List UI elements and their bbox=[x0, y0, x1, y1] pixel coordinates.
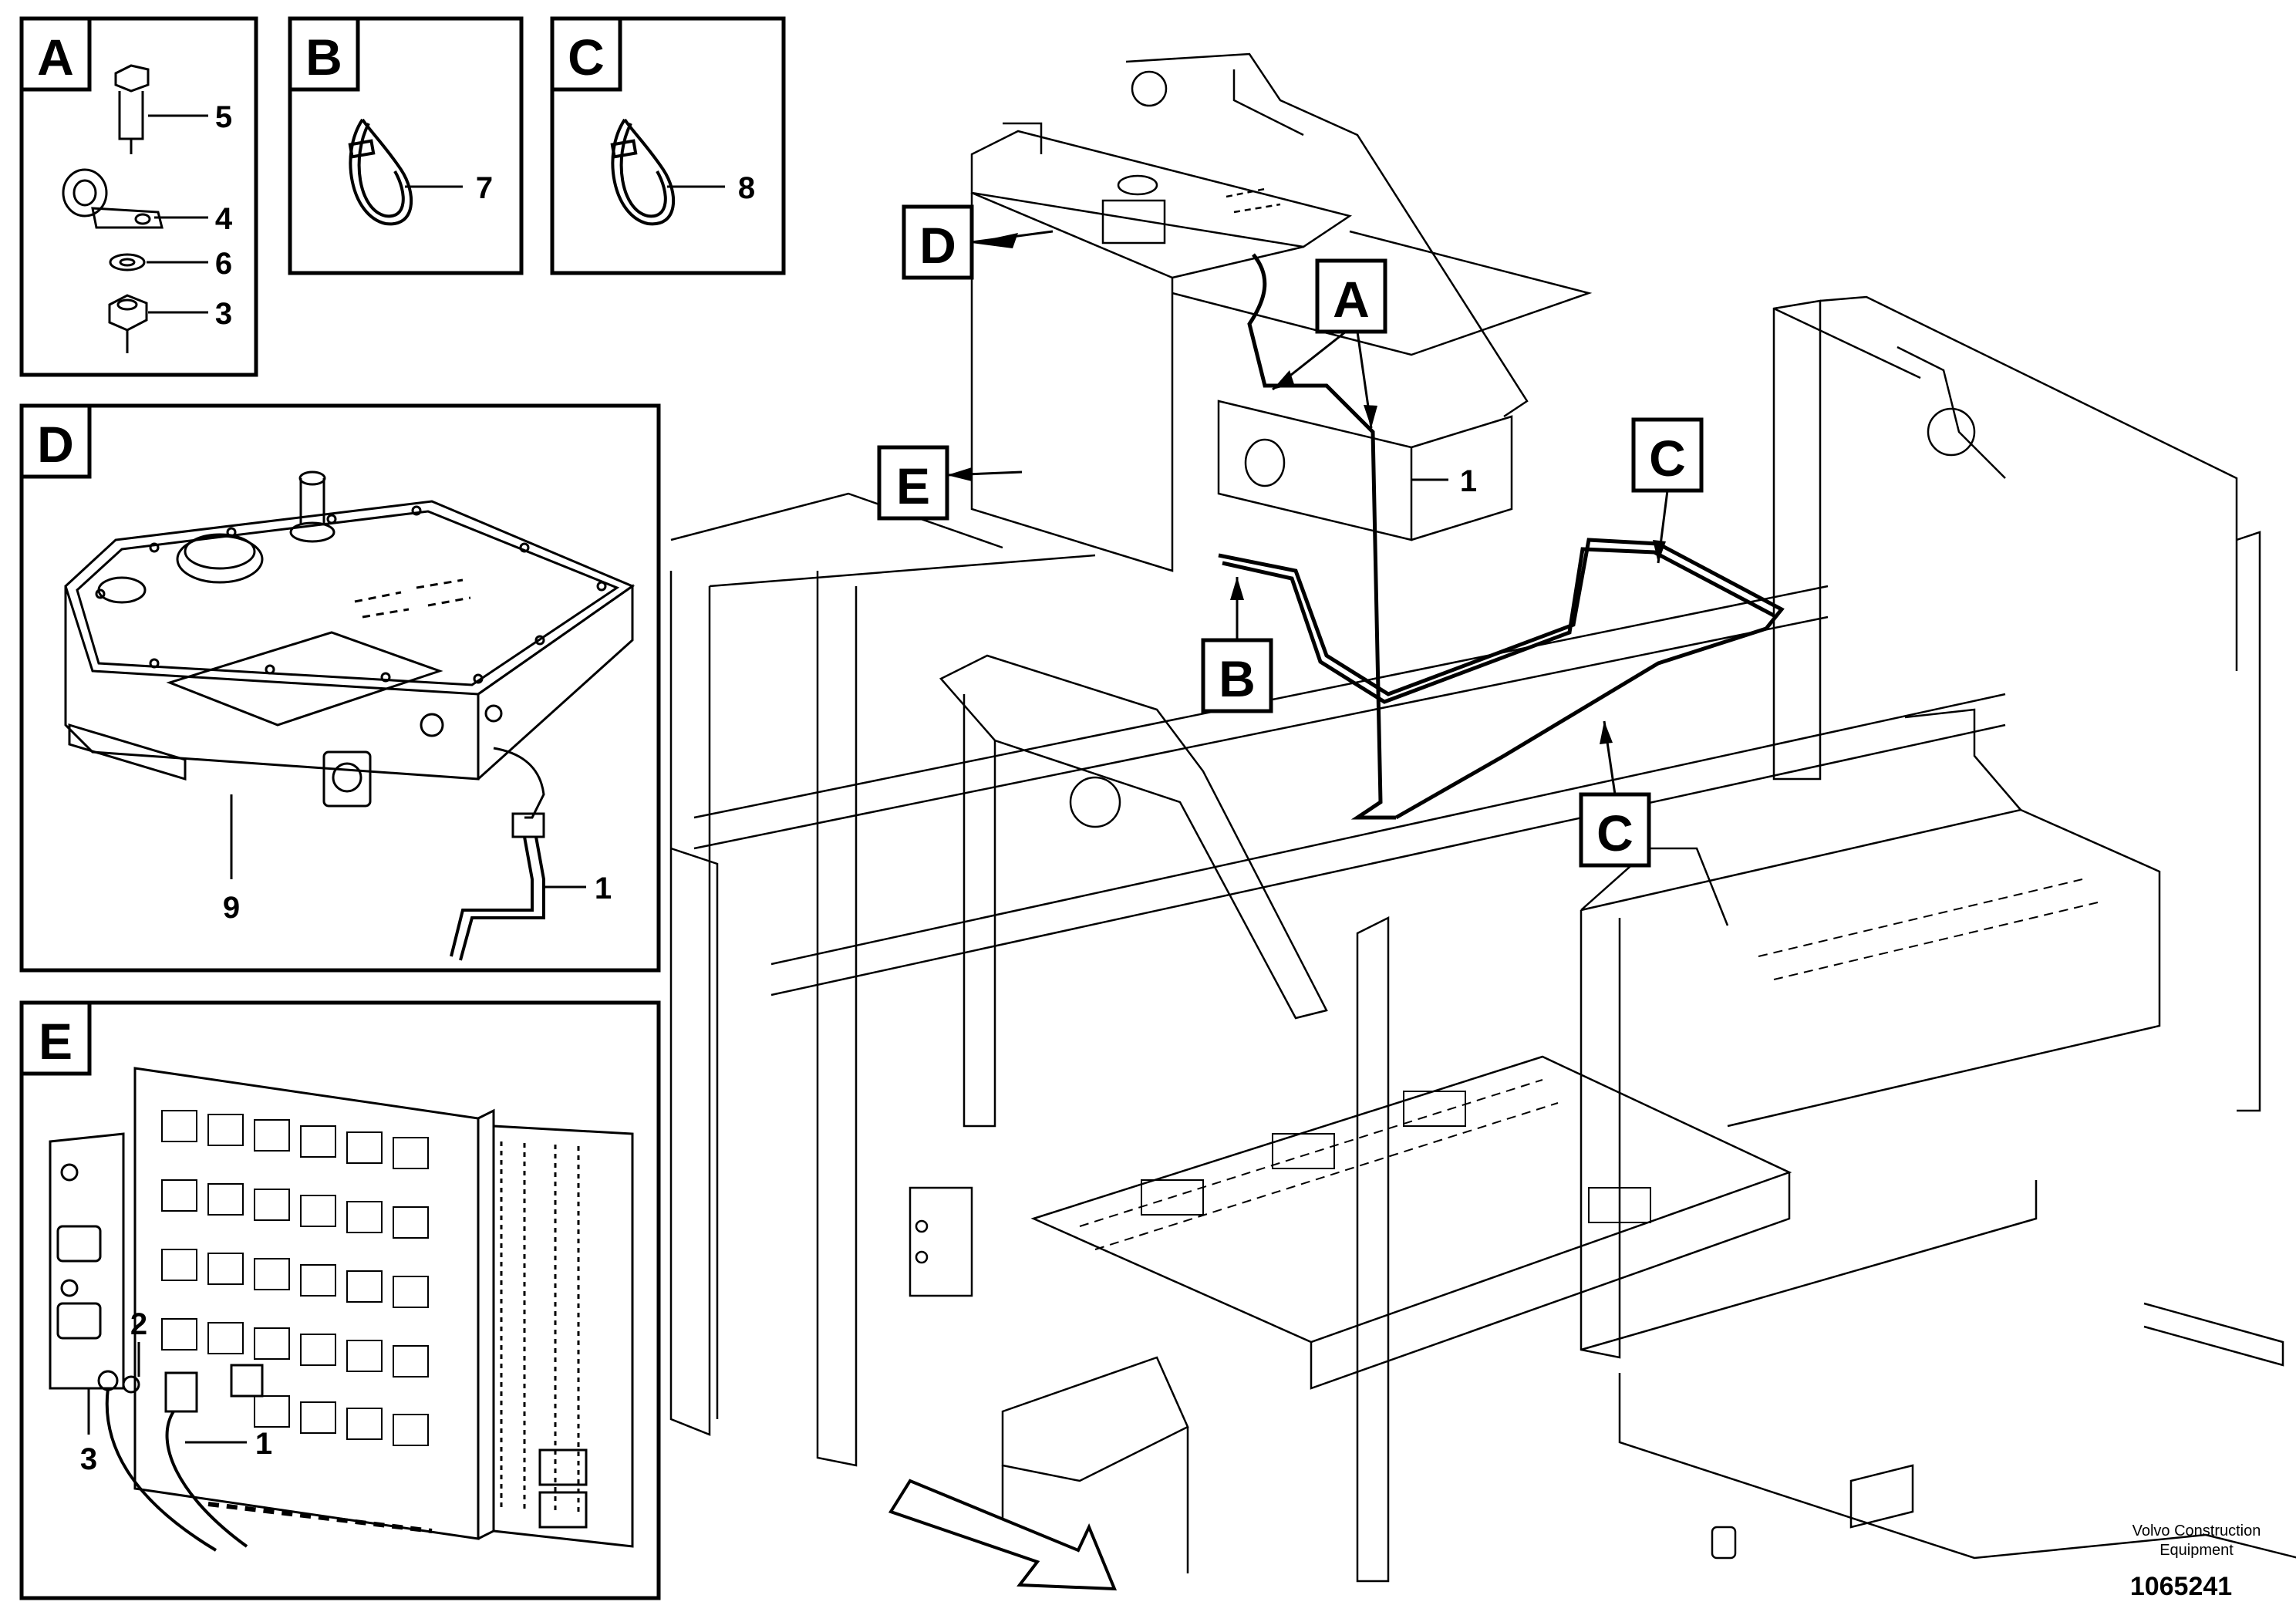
clamp-part bbox=[62, 168, 164, 229]
callout-6: 6 bbox=[215, 247, 232, 281]
callout-8: 8 bbox=[738, 171, 755, 205]
svg-text:A: A bbox=[1333, 271, 1370, 328]
nut-part bbox=[108, 294, 148, 353]
inset-b-label: B bbox=[305, 29, 342, 86]
inset-b: B 7 bbox=[288, 16, 524, 275]
inset-d-label: D bbox=[37, 416, 74, 473]
cable-tie-part bbox=[348, 118, 413, 226]
svg-text:E: E bbox=[896, 457, 930, 514]
svg-text:C: C bbox=[1596, 804, 1633, 862]
inset-a: A 5 4 6 3 bbox=[19, 16, 258, 377]
view-label-d: D bbox=[902, 204, 1054, 280]
direction-arrow bbox=[888, 1479, 1118, 1591]
inset-a-label: A bbox=[37, 29, 74, 86]
callout-4: 4 bbox=[215, 202, 233, 236]
view-label-c-lower: C bbox=[1579, 720, 1651, 868]
view-label-a: A bbox=[1272, 258, 1387, 429]
callout-1-main: 1 bbox=[1460, 464, 1477, 498]
svg-text:D: D bbox=[919, 217, 956, 274]
document-number: 1065241 bbox=[2130, 1572, 2232, 1601]
inset-e: E bbox=[19, 1000, 661, 1600]
inset-e-label: E bbox=[39, 1013, 72, 1070]
control-unit-box bbox=[64, 470, 636, 838]
view-label-b: B bbox=[1201, 577, 1273, 713]
main-frame-assembly bbox=[669, 52, 2296, 1583]
svg-text:B: B bbox=[1219, 650, 1256, 707]
callout-3: 3 bbox=[215, 297, 232, 331]
inset-c-label: C bbox=[568, 29, 605, 86]
brand-line-1: Volvo Construction bbox=[2132, 1523, 2261, 1539]
view-label-c-upper: C bbox=[1631, 417, 1704, 564]
callout-5: 5 bbox=[215, 100, 232, 134]
callout-2: 2 bbox=[130, 1307, 147, 1341]
inset-d: D bbox=[19, 403, 661, 973]
svg-text:C: C bbox=[1649, 430, 1686, 487]
bolt-part bbox=[114, 64, 150, 154]
callout-3: 3 bbox=[80, 1442, 97, 1476]
cable-tie-part bbox=[610, 118, 676, 226]
view-label-e: E bbox=[877, 445, 1023, 521]
brand-line-2: Equipment bbox=[2159, 1542, 2234, 1559]
cable-1 bbox=[105, 1388, 248, 1552]
callout-9: 9 bbox=[223, 891, 240, 925]
callout-7: 7 bbox=[476, 171, 493, 205]
callout-1: 1 bbox=[595, 872, 612, 905]
cable-1 bbox=[450, 836, 545, 961]
inset-c: C 8 bbox=[550, 16, 786, 275]
callout-1: 1 bbox=[255, 1427, 272, 1461]
wiring-harness-1 bbox=[1218, 253, 1785, 820]
washer-part bbox=[109, 253, 146, 271]
